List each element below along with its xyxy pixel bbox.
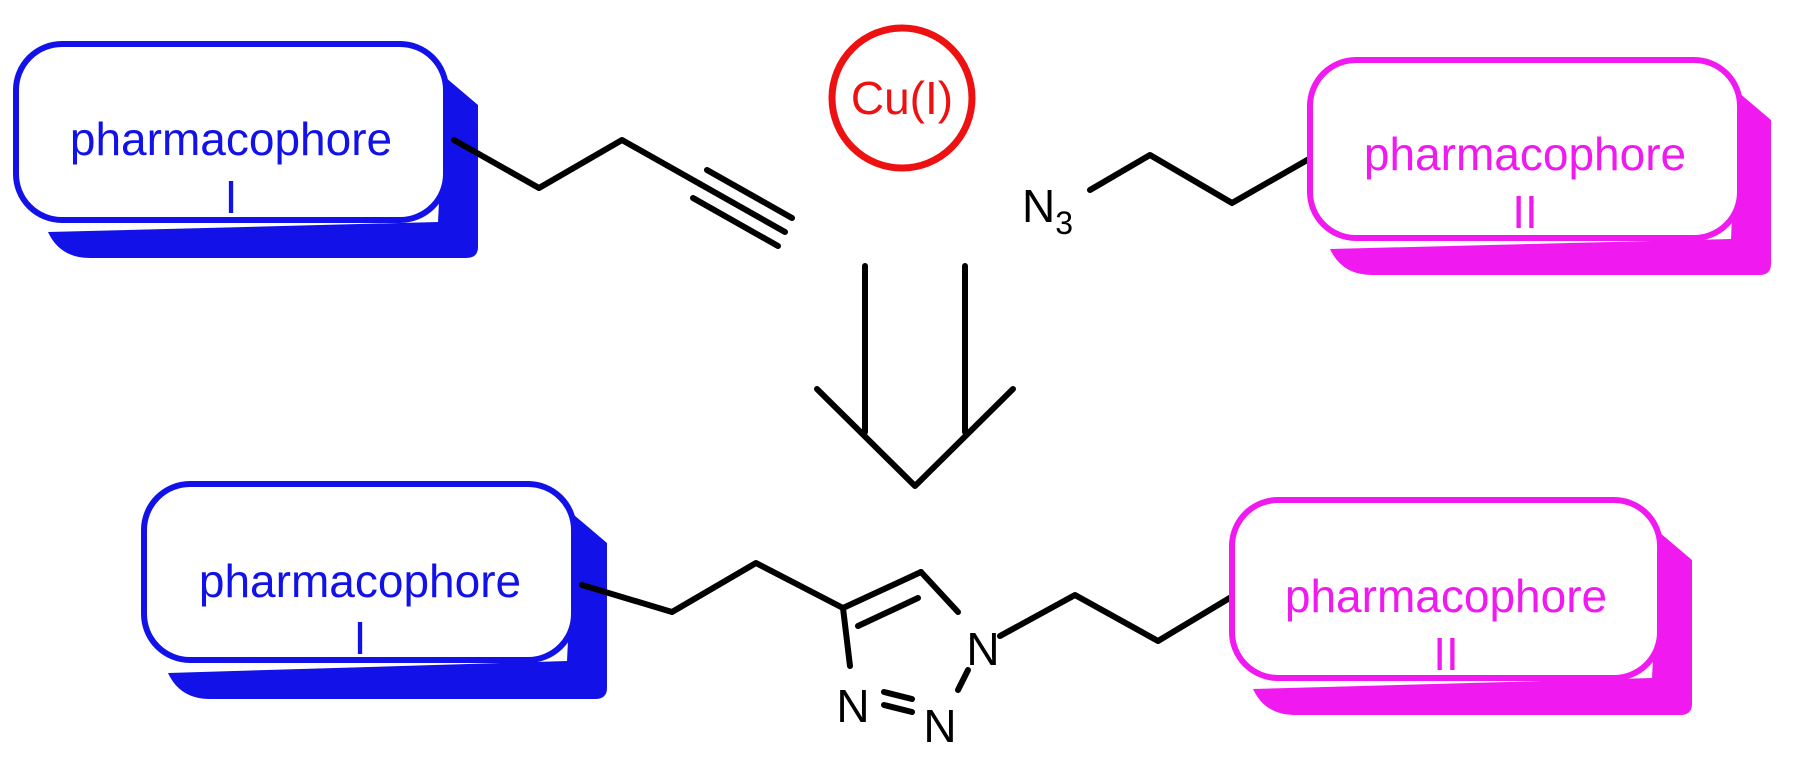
- ring-bond-c4-n3: [840, 605, 853, 669]
- box-frame: [1307, 57, 1743, 241]
- triazole-atom-n1: N: [966, 623, 999, 675]
- ring-bond-c4-c5: [840, 569, 924, 611]
- box-shadow: [48, 77, 478, 258]
- box-frame: [141, 481, 577, 663]
- box-shadow: [1330, 92, 1771, 275]
- alkyne-triple-bond-upper: [704, 167, 795, 221]
- catalyst-circle: [828, 24, 976, 172]
- reactant-pharmacophore-2-box: pharmacophore II: [1307, 57, 1771, 275]
- pharmacophore-label: pharmacophore: [70, 113, 392, 165]
- product-pharmacophore-1-box: pharmacophore I: [141, 481, 607, 699]
- triazole-atom-n2: N: [923, 700, 956, 752]
- pharmacophore-label: pharmacophore: [1285, 570, 1607, 622]
- azide-label: N3: [1022, 180, 1073, 241]
- pharmacophore-label: pharmacophore: [199, 555, 521, 607]
- alkyl-linker-bond: [451, 137, 703, 191]
- pharmacophore-numeral: II: [1433, 628, 1459, 680]
- ring-bond-c5-n1: [918, 569, 961, 615]
- reactant-pharmacophore-1-box: pharmacophore I: [13, 41, 478, 258]
- ring-bond-n1-n2: [955, 667, 971, 693]
- box-shadow: [168, 515, 607, 699]
- alkyne-triple-bond-center: [697, 181, 788, 235]
- azide-chain: N3: [1022, 152, 1319, 241]
- ring-bond-n2-n3-inner: [881, 689, 915, 702]
- pharmacophore-numeral: I: [354, 612, 367, 664]
- reaction-arrow: [814, 263, 1016, 489]
- catalyst-label: Cu(I): [851, 72, 953, 124]
- product-linker-left: [579, 560, 846, 615]
- alkyne-chain: [451, 137, 795, 249]
- azide-symbol: N: [1022, 180, 1055, 232]
- pharmacophore-label: pharmacophore: [1364, 128, 1686, 180]
- product-linker-right: [997, 590, 1241, 644]
- box-frame: [1229, 497, 1663, 681]
- arrow-head: [814, 386, 1016, 489]
- product-pharmacophore-2-box: pharmacophore II: [1229, 497, 1692, 715]
- azide-linker-bond: [1087, 152, 1319, 206]
- ring-bond-n2-n3: [881, 702, 915, 715]
- ring-bond-c4-c5-inner: [855, 595, 921, 629]
- alkyne-triple-bond-lower: [690, 195, 781, 249]
- pharmacophore-numeral: I: [225, 171, 238, 223]
- copper-catalyst: Cu(I): [828, 24, 976, 172]
- box-shadow: [1253, 532, 1692, 715]
- triazole-atom-n3: N: [836, 680, 869, 732]
- triazole-ring: N N N: [836, 569, 1000, 752]
- box-frame: [13, 41, 449, 223]
- pharmacophore-numeral: II: [1512, 186, 1538, 238]
- azide-subscript: 3: [1055, 205, 1073, 241]
